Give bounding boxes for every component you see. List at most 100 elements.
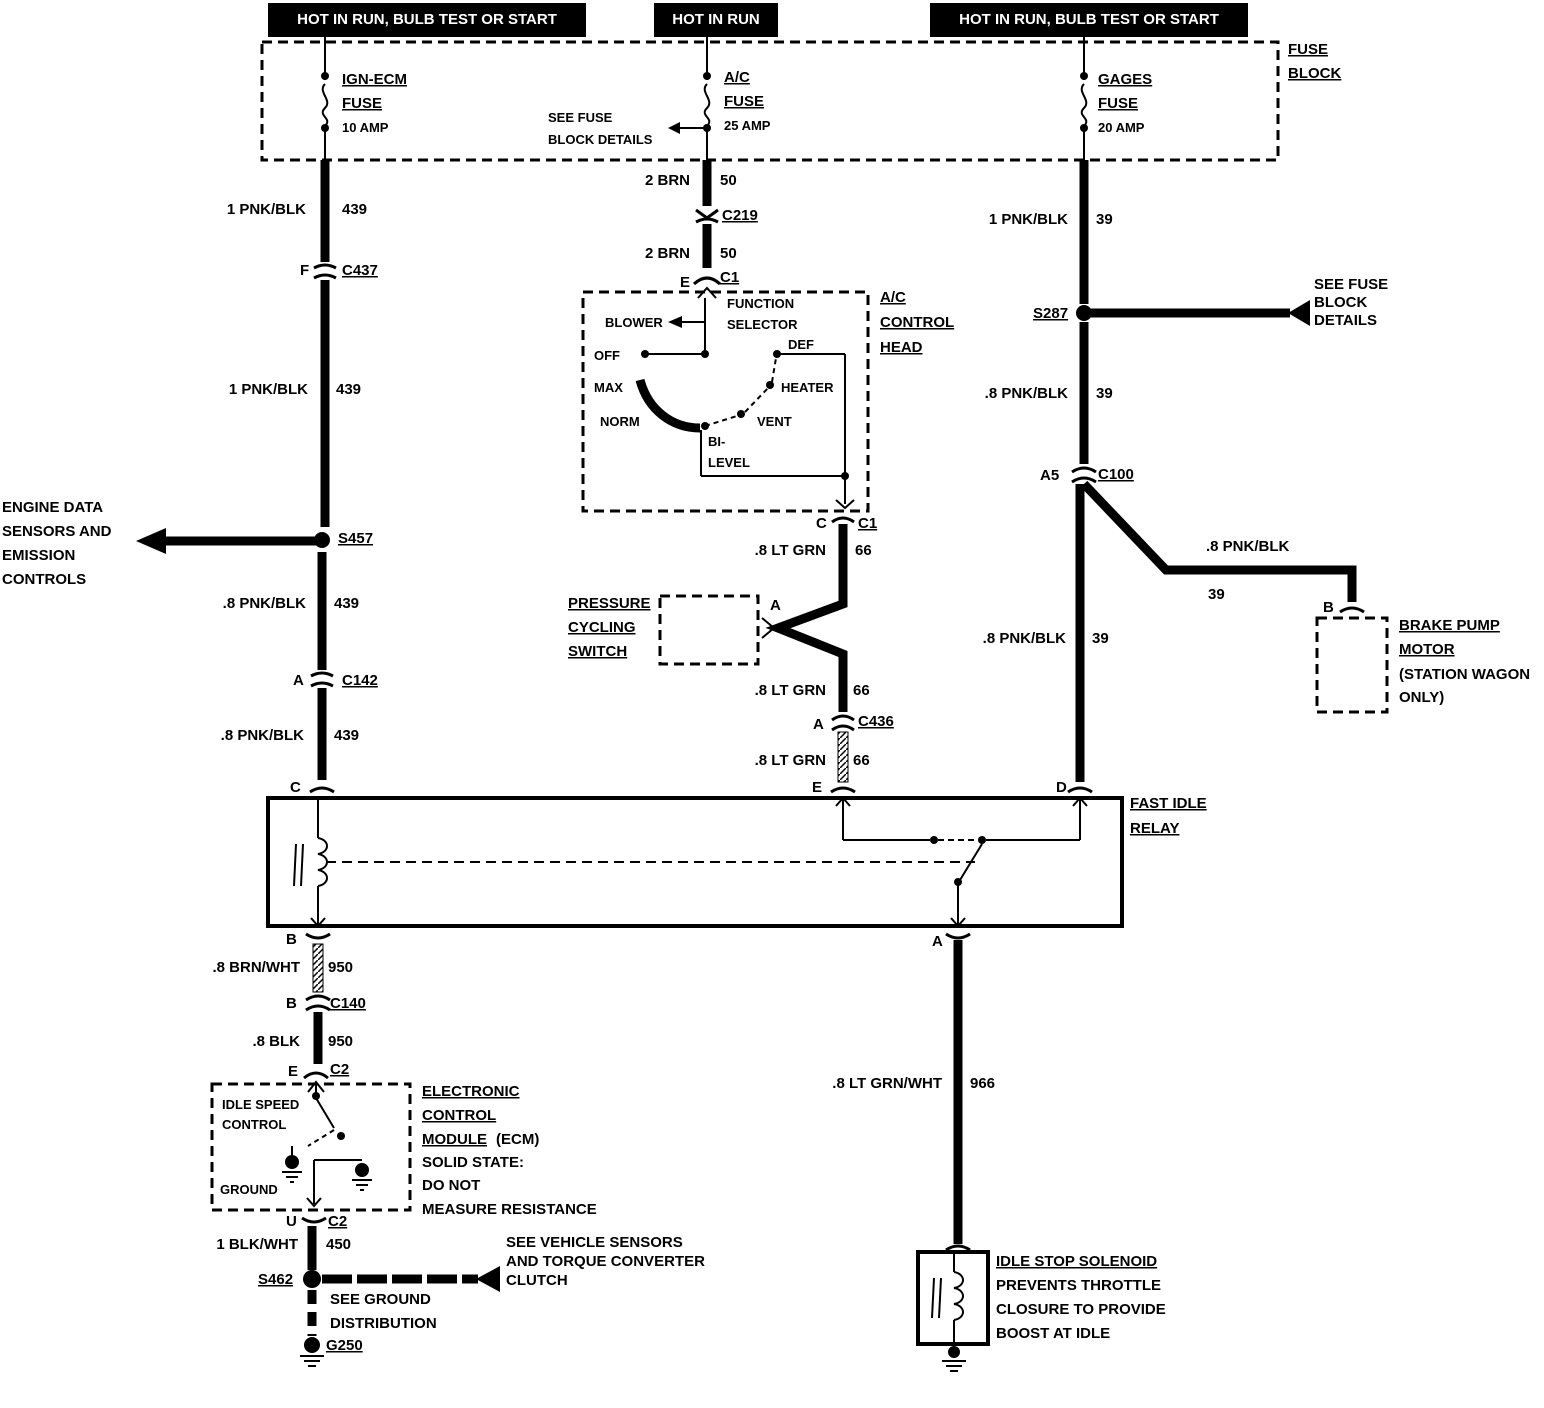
wire-439-circuit-2: 439 <box>336 381 361 398</box>
wire-39-brake-branch <box>1080 480 1357 602</box>
connector-c2-top-symbol <box>303 1071 329 1093</box>
wire-450-color: 1 BLK/WHT <box>216 1236 298 1253</box>
brake-pump-motor-box <box>1315 616 1389 714</box>
wire-950-color-2: .8 BLK <box>252 1033 300 1050</box>
wire-39-brake-circuit: 39 <box>1208 586 1225 603</box>
ecm-label-1: ELECTRONIC <box>422 1083 520 1100</box>
fuse-gages-rating: 20 AMP <box>1098 120 1145 135</box>
solenoid-coil-symbol <box>931 1252 964 1344</box>
connector-c140-name: C140 <box>330 995 366 1012</box>
pressure-cycling-label-2: CYCLING <box>568 619 636 636</box>
connector-c437-pin: F <box>300 262 309 279</box>
ecm-label-3a: MODULE <box>422 1131 487 1148</box>
connector-c100-symbol <box>1071 466 1097 484</box>
heater-label: HEATER <box>781 380 834 395</box>
see-fuse-details-1: SEE FUSE <box>548 110 613 125</box>
ecm-label-3b: (ECM) <box>496 1131 539 1148</box>
wire-439-color-4: .8 PNK/BLK <box>221 727 305 744</box>
brake-pump-label-2: MOTOR <box>1399 641 1455 658</box>
wire-950-segment-1 <box>312 943 324 993</box>
see-fuse-block-right-3: DETAILS <box>1314 312 1377 329</box>
connector-c436-name: C436 <box>858 713 894 730</box>
ac-control-head-title-2: CONTROL <box>880 314 954 331</box>
wire-50-circuit-2: 50 <box>720 245 737 262</box>
connector-c100-name: C100 <box>1098 466 1134 483</box>
relay-pin-c-label: C <box>290 779 301 796</box>
connector-c436-pin: A <box>813 716 824 733</box>
fast-idle-relay-title-2: RELAY <box>1130 820 1179 837</box>
brake-pump-label-4: ONLY) <box>1399 689 1444 706</box>
brake-pump-label-3: (STATION WAGON <box>1399 666 1530 683</box>
fuse-ac-name-2: FUSE <box>724 93 764 110</box>
bi-label: BI- <box>708 434 725 449</box>
wire-439-circuit-4: 439 <box>334 727 359 744</box>
connector-c1-top-symbol <box>692 276 722 299</box>
ground-g250-icon <box>300 1337 324 1367</box>
function-selector-switch <box>635 298 855 510</box>
ecm-label-2: CONTROL <box>422 1107 496 1124</box>
splice-s287-symbol <box>1076 300 1310 326</box>
wire-66-circuit-2: 66 <box>853 682 870 699</box>
wire-950-circuit-2: 950 <box>328 1033 353 1050</box>
wire-66-color-2: .8 LT GRN <box>755 682 826 699</box>
max-label: MAX <box>594 380 623 395</box>
brake-pump-label-1: BRAKE PUMP <box>1399 617 1500 634</box>
fuse-ign-ecm-symbol <box>321 37 329 162</box>
engine-data-label-4: CONTROLS <box>2 571 86 588</box>
fuse-gages-symbol <box>1080 37 1088 162</box>
fuse-gages-name-2: FUSE <box>1098 95 1138 112</box>
off-label: OFF <box>594 348 620 363</box>
see-vehicle-sensors-2: AND TORQUE CONVERTER <box>506 1253 705 1270</box>
connector-c1-top-pin: E <box>680 274 690 291</box>
connector-c437-name: C437 <box>342 262 378 279</box>
wire-66-circuit-3: 66 <box>853 752 870 769</box>
ac-control-head-title-1: A/C <box>880 289 906 306</box>
engine-data-label-1: ENGINE DATA <box>2 499 103 516</box>
relay-coil-symbol <box>293 798 975 926</box>
fast-idle-relay-box <box>266 796 1124 928</box>
wire-39-brake-color: .8 PNK/BLK <box>1206 538 1290 555</box>
solenoid-ground-icon <box>942 1344 966 1372</box>
see-fuse-block-right-1: SEE FUSE <box>1314 276 1388 293</box>
see-fuse-block-right-2: BLOCK <box>1314 294 1367 311</box>
power-label-right: HOT IN RUN, BULB TEST OR START <box>930 3 1248 37</box>
wire-950-circuit-1: 950 <box>328 959 353 976</box>
connector-c140-pin: B <box>286 995 297 1012</box>
wire-439-circuit-3: 439 <box>334 595 359 612</box>
ac-control-head-outline <box>581 290 870 513</box>
relay-pin-b-label: B <box>286 931 297 948</box>
ecm-label-5: DO NOT <box>422 1177 480 1194</box>
connector-c436-symbol <box>831 714 855 732</box>
connector-c437-symbol <box>313 263 337 280</box>
connector-c142-pin: A <box>293 672 304 689</box>
wire-950-color-1: .8 BRN/WHT <box>213 959 301 976</box>
connector-c1-bottom-symbol <box>831 516 855 524</box>
connector-c219-name: C219 <box>722 207 758 224</box>
fuse-block-outline <box>260 40 1280 162</box>
wire-439-color-3: .8 PNK/BLK <box>223 595 307 612</box>
wire-50-circuit-1: 50 <box>720 172 737 189</box>
see-ground-dist-1: SEE GROUND <box>330 1291 431 1308</box>
ground-g250-label: G250 <box>326 1337 363 1354</box>
svg-text:HOT IN RUN: HOT IN RUN <box>672 11 760 28</box>
fuse-ac-name-1: A/C <box>724 69 750 86</box>
level-label: LEVEL <box>708 455 750 470</box>
fuse-ign-ecm-name-1: IGN-ECM <box>342 71 407 88</box>
brake-pump-pin: B <box>1323 599 1334 616</box>
engine-data-label-3: EMISSION <box>2 547 75 564</box>
pressure-cycling-switch-box <box>658 594 760 666</box>
see-vehicle-sensors-3: CLUTCH <box>506 1272 568 1289</box>
connector-c2-top-name: C2 <box>330 1061 349 1078</box>
connector-c1-bottom-pin: C <box>816 515 827 532</box>
connector-c2-bottom-name: C2 <box>328 1213 347 1230</box>
pressure-switch-pin-symbol <box>761 617 776 639</box>
connector-c219-symbol <box>695 208 719 224</box>
fuse-block-title-2: BLOCK <box>1288 65 1341 82</box>
fuse-ac-rating: 25 AMP <box>724 118 771 133</box>
fuse-ac-symbol <box>668 37 711 162</box>
wire-966-circuit: 966 <box>970 1075 995 1092</box>
connector-c142-name: C142 <box>342 672 378 689</box>
splice-s462-symbol <box>303 1266 500 1336</box>
vent-label: VENT <box>757 414 792 429</box>
svg-text:HOT IN RUN, BULB TEST OR START: HOT IN RUN, BULB TEST OR START <box>297 11 557 28</box>
